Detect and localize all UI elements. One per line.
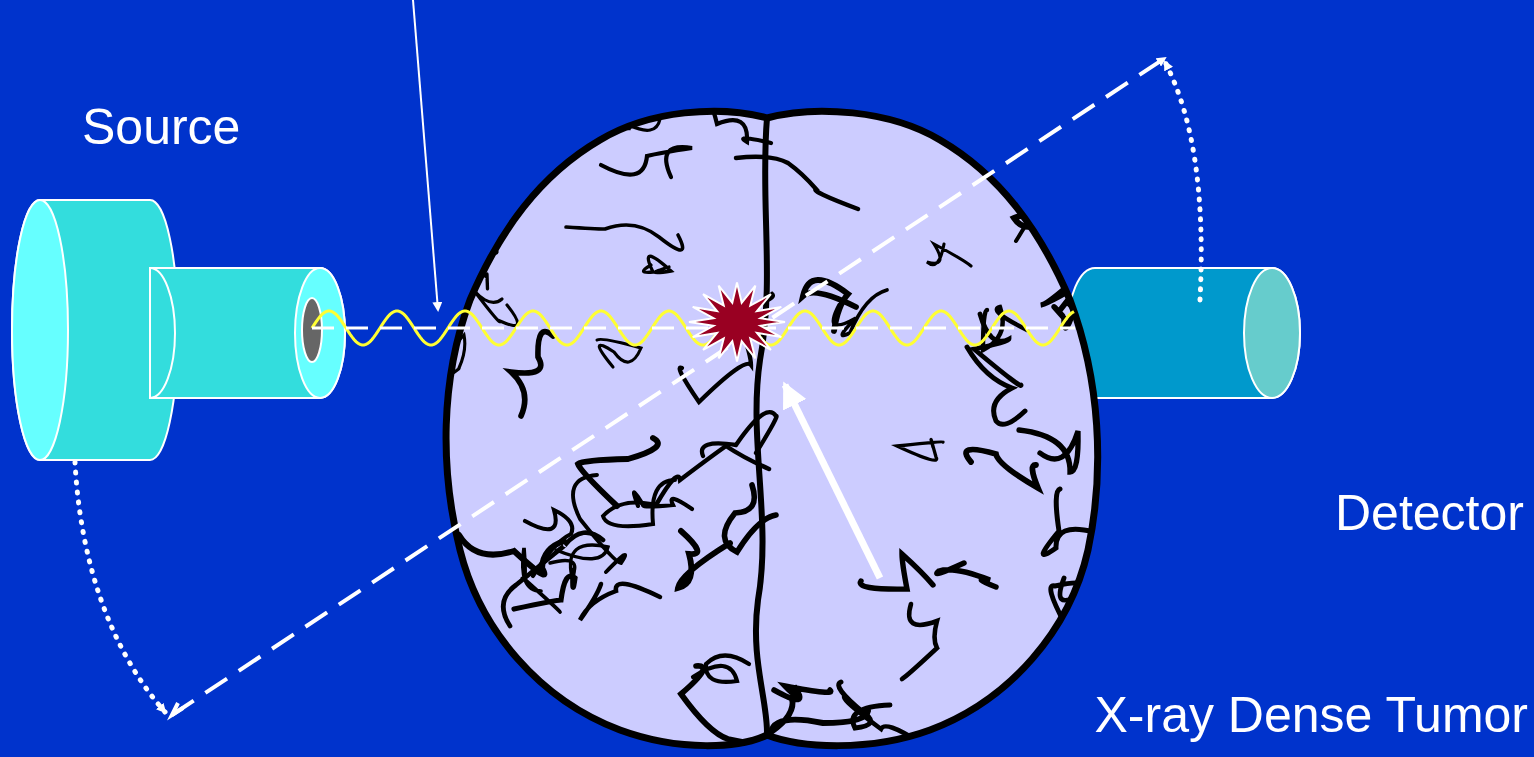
brain-gyrus <box>678 531 730 588</box>
rotated-beam-path <box>172 58 1165 715</box>
brain-gyrus <box>626 104 660 130</box>
brain-gyrus <box>522 548 560 612</box>
brain-gyrus <box>974 314 1021 386</box>
brain-gyrus <box>634 492 692 509</box>
brain-gyrus <box>702 412 777 456</box>
brain-gyrus <box>902 604 937 679</box>
brain-gyrus <box>580 584 660 620</box>
brain-gyrus <box>1041 185 1093 223</box>
x-ray-wave <box>312 311 1074 345</box>
brain-gyrus <box>566 225 683 250</box>
beam-arrowhead <box>172 703 183 715</box>
leader-line <box>413 0 438 310</box>
rotation-arrow <box>1165 62 1201 300</box>
pointer-arrow <box>785 385 880 578</box>
brain-gyrus <box>643 256 671 273</box>
brain-gyrus <box>463 276 517 325</box>
brain-gyrus <box>511 332 553 416</box>
brain-gyrus <box>1041 235 1089 305</box>
brain-gyrus <box>774 686 831 700</box>
brain-gyrus <box>771 698 868 732</box>
detector-cylinder <box>1067 268 1300 398</box>
brain-gyrus <box>680 79 771 143</box>
brain-gyrus <box>897 439 943 460</box>
brain-gyrus <box>403 249 488 289</box>
brain-gyrus <box>601 147 692 177</box>
brain-gyrus <box>465 120 518 205</box>
brain-gyrus <box>550 545 608 577</box>
brain-gyrus <box>966 450 1038 489</box>
brain <box>403 30 1170 746</box>
brain-gyrus <box>1078 597 1170 641</box>
source-cylinder <box>12 200 345 460</box>
brain-gyrus <box>937 563 996 587</box>
brain-gyrus <box>1051 578 1084 624</box>
brain-gyrus <box>459 535 564 575</box>
brain-gyrus <box>927 244 971 266</box>
beam-axis <box>312 327 1075 330</box>
rotation-arrow <box>75 462 165 712</box>
brain-gyrus <box>1016 132 1092 241</box>
source-label: Source <box>82 100 240 155</box>
brain-gyrus <box>453 118 504 154</box>
tumor-label: X-ray Dense Tumor <box>1095 688 1528 743</box>
brain-gyrus <box>578 438 658 506</box>
brain-gyrus <box>1043 489 1094 555</box>
detector-label: Detector <box>1335 486 1524 541</box>
brain-gyrus <box>1019 430 1078 472</box>
tumor <box>689 283 785 362</box>
brain-gyrus <box>456 183 505 253</box>
brain-gyrus <box>1004 30 1099 119</box>
brain-gyrus <box>803 280 856 331</box>
brain-gyrus <box>736 157 858 209</box>
